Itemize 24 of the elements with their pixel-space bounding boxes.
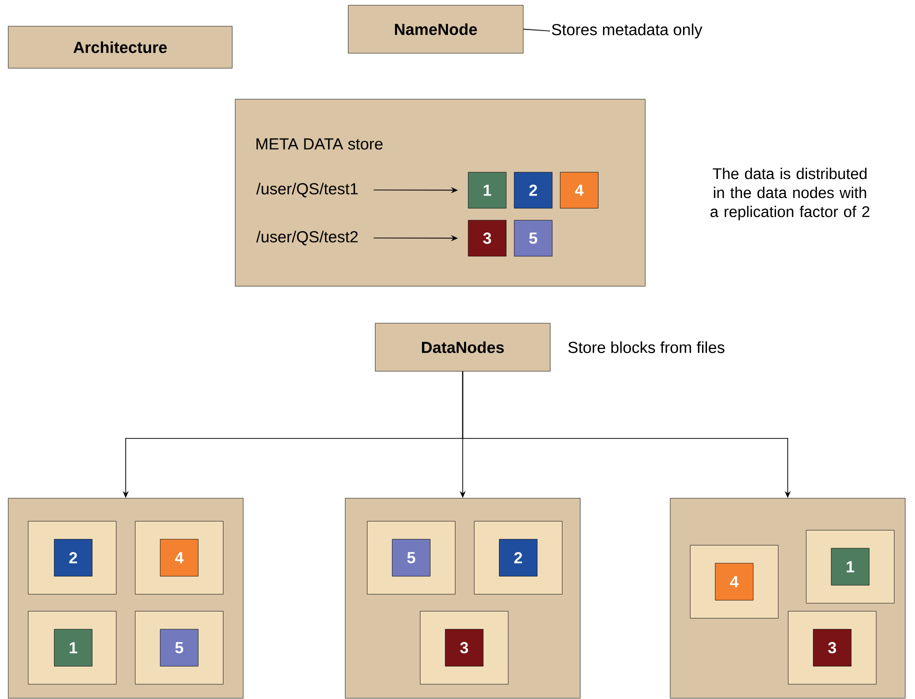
process-box: DataNodes	[375, 323, 550, 372]
block-square: 2	[499, 539, 538, 576]
block-square: 4	[160, 539, 198, 576]
note-text: The data is distributed in the data nodes with a replication factor of 2	[710, 168, 870, 220]
path-text: Stores metadata only	[552, 24, 702, 38]
block-square: 2	[54, 539, 92, 576]
block-square: 4	[715, 563, 754, 600]
block-square: 1	[831, 548, 870, 586]
leader-line	[523, 28, 550, 32]
process-box: NameNode	[348, 5, 524, 54]
block-square: 3	[468, 220, 506, 256]
title-box: Architecture	[8, 26, 232, 68]
note-text: Store blocks from files	[568, 341, 724, 354]
block-square: 1	[54, 629, 92, 666]
path-text: /user/QS/test1	[256, 182, 358, 198]
block-square: 5	[392, 539, 430, 576]
path-text: /user/QS/test2	[256, 230, 358, 246]
block-square: 5	[160, 629, 198, 666]
block-square: 3	[445, 629, 484, 666]
block-square: 4	[560, 172, 598, 208]
block-square: 3	[813, 629, 852, 666]
block-square: 2	[514, 172, 552, 208]
block-square: 1	[468, 172, 506, 208]
block-square: 5	[514, 220, 552, 256]
